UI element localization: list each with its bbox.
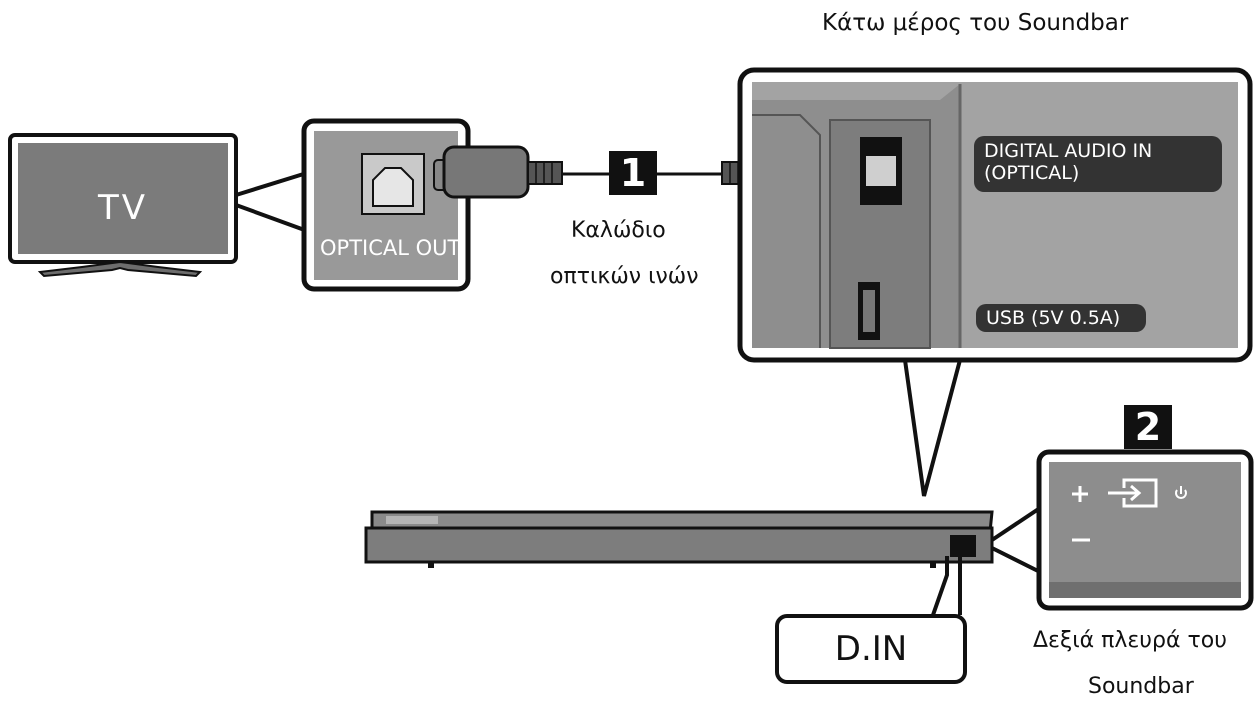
din-label: D.IN — [834, 629, 908, 669]
soundbar-bottom-title: Κάτω μέρος του Soundbar — [822, 10, 1129, 36]
soundbar — [364, 510, 994, 568]
din-callout: D.IN — [775, 614, 967, 684]
side-callout — [990, 506, 1042, 542]
right-side-label-line2: Soundbar — [1088, 674, 1194, 699]
step-1-badge: 1 — [609, 151, 657, 195]
bottom-callout — [903, 359, 962, 497]
optical-out-panel — [301, 118, 471, 292]
digital-audio-in-line1: DIGITAL AUDIO IN — [984, 140, 1153, 162]
digital-audio-in-line2: (OPTICAL) — [984, 162, 1080, 184]
power-icon — [1175, 486, 1187, 499]
right-side-label-line1: Δεξιά πλευρά του — [1033, 628, 1227, 653]
optical-out-label: OPTICAL OUT — [320, 236, 461, 260]
digital-audio-in-label: DIGITAL AUDIO IN (OPTICAL) — [974, 136, 1222, 192]
input-source-icon — [1106, 478, 1158, 508]
cable-label-line1: Καλώδιο — [571, 218, 666, 243]
tv-label: TV — [98, 188, 149, 228]
usb-label: USB (5V 0.5A) — [976, 304, 1146, 332]
din-pointer — [931, 556, 949, 616]
cable-label-line2: οπτικών ινών — [550, 264, 699, 289]
step-2-badge: 2 — [1124, 405, 1172, 449]
tv-illustration — [8, 133, 238, 278]
soundbar-side-zoom — [1036, 449, 1254, 611]
plus-icon — [1072, 486, 1088, 502]
tv-callout — [235, 170, 311, 197]
